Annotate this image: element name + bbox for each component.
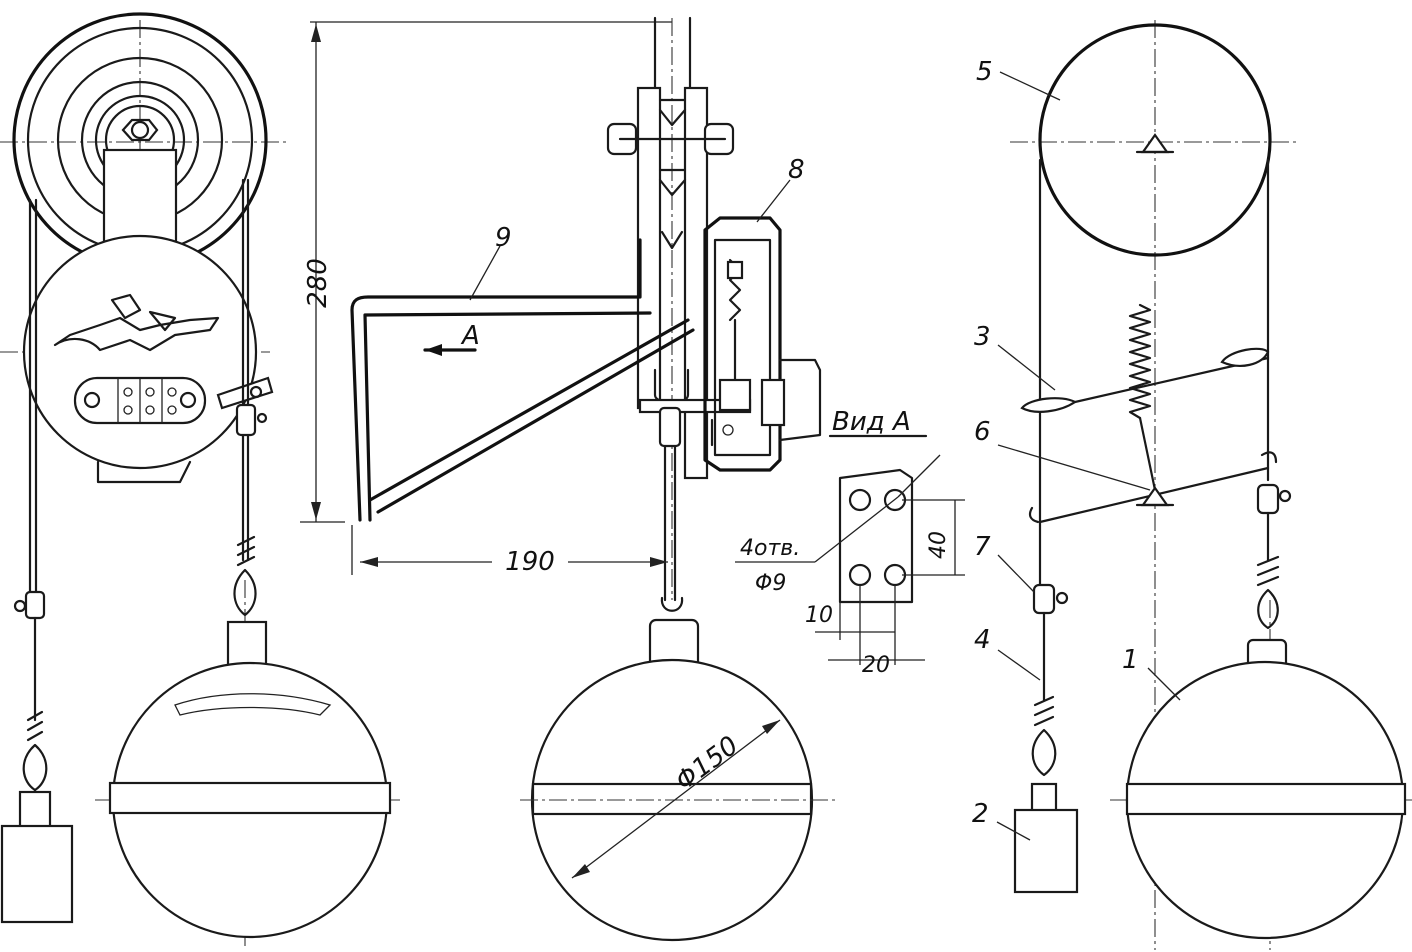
part-7-label: 7 — [974, 532, 991, 562]
holes-note-line2: Φ9 — [755, 571, 786, 596]
float-ball-left — [108, 620, 392, 939]
part-6-label: 6 — [974, 417, 991, 447]
part-1-label: 1 — [1122, 645, 1139, 675]
bracket-view: 280 A — [300, 16, 835, 942]
switch-housing-left — [22, 234, 274, 484]
view-a-title: Вид А — [832, 407, 911, 437]
part-3-label: 3 — [974, 322, 991, 352]
part-8-label: 8 — [788, 155, 805, 185]
switch-box-8 — [703, 216, 822, 472]
schematic-view: 5 3 6 7 4 1 2 — [972, 20, 1412, 950]
part-2-label: 2 — [972, 799, 989, 829]
dim-190-label: 190 — [505, 547, 555, 577]
dim-10-label: 10 — [805, 603, 833, 628]
dim-20-label: 20 — [862, 653, 890, 678]
view-a-detail: Вид А 40 4отв. Φ9 10 20 — [735, 407, 965, 678]
part-5-label: 5 — [976, 57, 993, 87]
dim-40-label: 40 — [926, 531, 951, 559]
part-4-label: 4 — [974, 625, 991, 655]
holes-note-line1: 4отв. — [740, 536, 800, 561]
float-ball-right — [1125, 638, 1407, 940]
arrow-a-label: A — [460, 321, 480, 351]
dim-280-label: 280 — [303, 258, 333, 308]
part-9-label: 9 — [495, 223, 512, 253]
left-side-view — [0, 12, 400, 950]
